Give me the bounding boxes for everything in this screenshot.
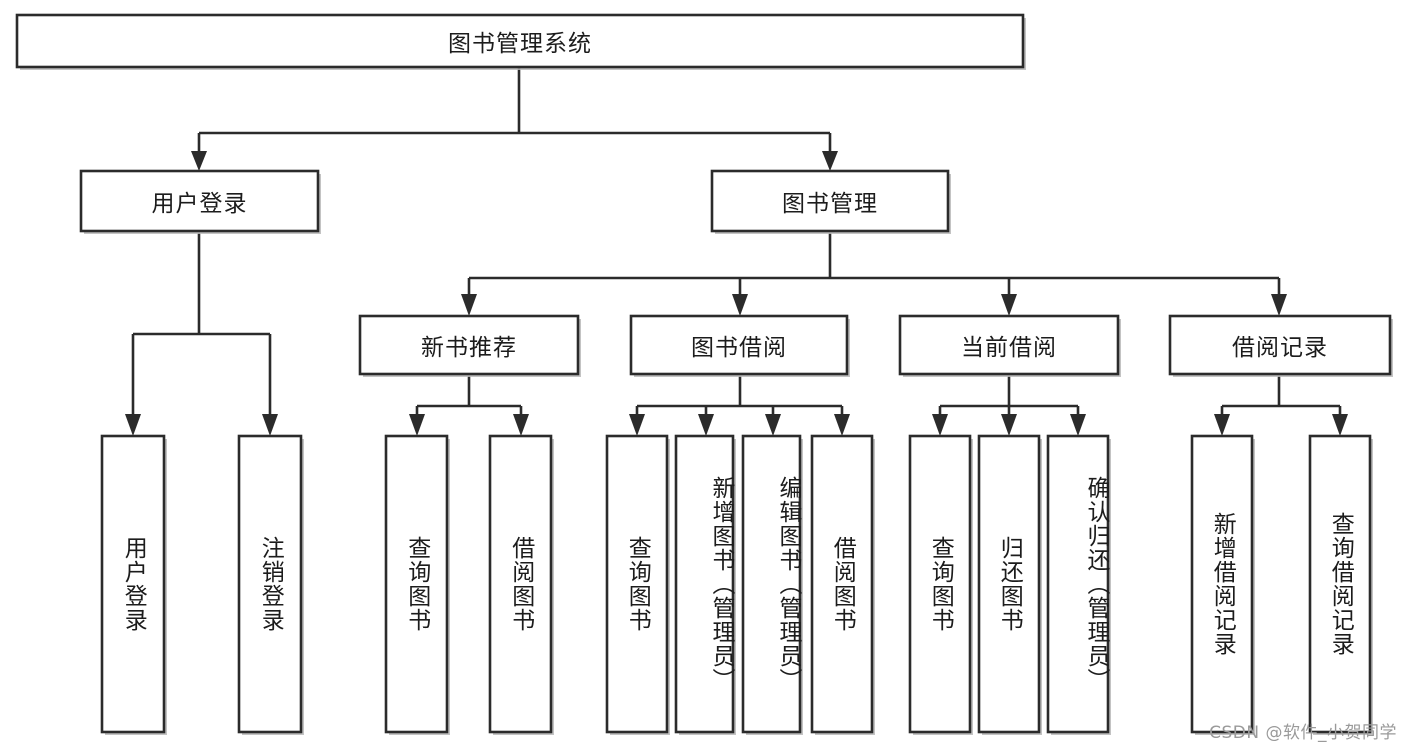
arrow-cb-leaf2	[1001, 414, 1017, 436]
node-root-system[interactable]	[15, 13, 1026, 70]
node-leaf-book-borrow-0[interactable]	[605, 434, 670, 735]
arrow-bb-leaf1	[629, 414, 645, 436]
connectors-book-manage-to-level3	[461, 233, 1287, 316]
arrow-bb-leaf3	[765, 414, 781, 436]
node-leaf-user-login-0[interactable]	[100, 434, 167, 735]
node-leaf-current-borrow-2[interactable]	[1046, 434, 1111, 735]
arrow-ul-leaf2	[262, 414, 278, 436]
node-leaf-book-borrow-1[interactable]	[674, 434, 736, 735]
arrow-br-leaf1	[1214, 414, 1230, 436]
connectors-new-book-to-leaves	[409, 376, 529, 436]
node-user-login[interactable]	[79, 169, 321, 234]
connectors-book-borrow-to-leaves	[629, 376, 850, 436]
arrow-cb-leaf1	[932, 414, 948, 436]
arrow-to-new-book	[461, 294, 477, 316]
connectors-user-login-to-leaves	[125, 233, 278, 436]
arrow-ul-leaf1	[125, 414, 141, 436]
connectors-root-to-level2	[191, 67, 838, 171]
node-leaf-borrow-record-1[interactable]	[1308, 434, 1373, 735]
arrow-bb-leaf4	[834, 414, 850, 436]
arrow-to-current-borrow	[1001, 294, 1017, 316]
node-leaf-book-borrow-3[interactable]	[810, 434, 875, 735]
node-leaf-current-borrow-1[interactable]	[977, 434, 1042, 735]
node-leaf-borrow-record-0[interactable]	[1190, 434, 1255, 735]
connectors-current-borrow-to-leaves	[932, 376, 1086, 436]
node-leaf-new-book-0[interactable]	[384, 434, 450, 735]
node-borrow-record[interactable]	[1168, 314, 1393, 377]
arrow-to-user-login	[191, 151, 207, 171]
node-leaf-book-borrow-2[interactable]	[741, 434, 803, 735]
node-new-book-recommend[interactable]	[358, 314, 581, 377]
arrow-to-book-borrow	[732, 294, 748, 316]
node-book-borrow[interactable]	[629, 314, 850, 377]
arrow-bb-leaf2	[698, 414, 714, 436]
arrow-cb-leaf3	[1070, 414, 1086, 436]
node-leaf-new-book-1[interactable]	[488, 434, 554, 735]
connectors-borrow-record-to-leaves	[1214, 376, 1348, 436]
arrow-br-leaf2	[1332, 414, 1348, 436]
node-book-manage[interactable]	[710, 169, 951, 234]
node-leaf-current-borrow-0[interactable]	[908, 434, 973, 735]
arrow-nb-leaf1	[409, 414, 425, 436]
arrow-nb-leaf2	[513, 414, 529, 436]
node-current-borrow[interactable]	[898, 314, 1121, 377]
arrow-to-borrow-record	[1271, 294, 1287, 316]
arrow-to-book-manage	[822, 151, 838, 171]
node-leaf-user-login-1[interactable]	[237, 434, 304, 735]
